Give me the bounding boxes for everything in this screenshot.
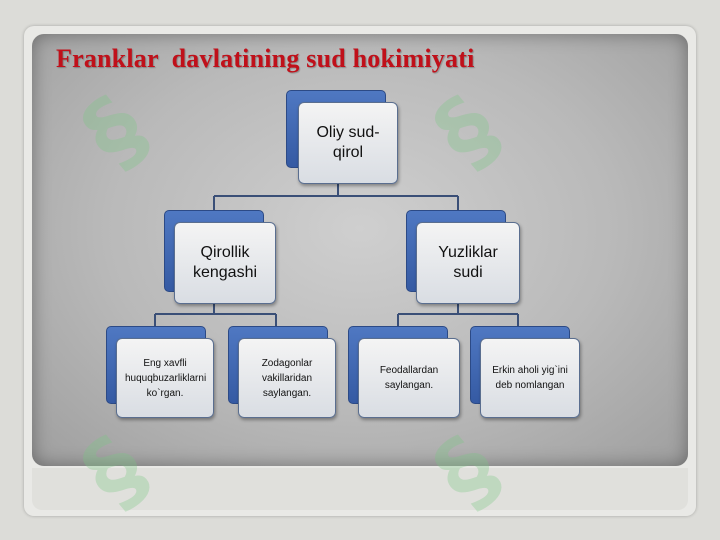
org-node-leaf-1-label: Eng xavfli huquqbuzarliklarni ko`rgan. [125,357,207,399]
slide-title: Franklar davlatining sud hokimiyati [56,44,475,73]
slide-footer [32,468,688,510]
org-node-leaf-4-label: Erkin aholi yig`ini deb nomlangan [492,365,568,391]
org-node-root-label: Oliy sud-qirol [316,124,380,161]
org-node-leaf-3-label: Feodallardan saylangan. [379,365,439,391]
org-node-leaf-2-label: Zodagonlar vakillaridan saylangan. [261,357,313,399]
org-node-qirollik-kengashi-label: Qirollik kengashi [192,244,258,281]
org-node-yuzliklar-sudi-label: Yuzliklar sudi [438,244,498,281]
